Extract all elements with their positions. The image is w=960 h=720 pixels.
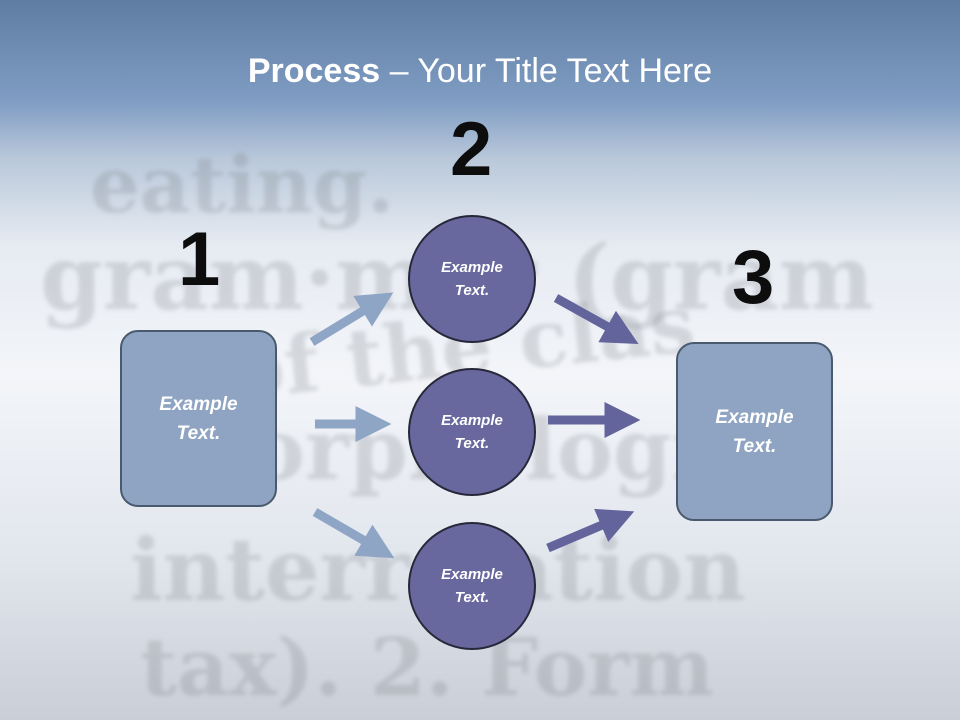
arrow-to-bottom-circle xyxy=(312,508,395,559)
background-texture: tax). 2. Form xyxy=(140,620,714,714)
step-number-2: 2 xyxy=(450,107,493,192)
middle-circle: Example Text. xyxy=(408,368,536,496)
top-circle: Example Text. xyxy=(408,215,536,343)
right-step-box-label: Example Text. xyxy=(715,406,794,457)
arrow-to-top-circle xyxy=(309,292,394,346)
right-step-box: Example Text. xyxy=(676,342,833,521)
arrow-from-bottom-circle xyxy=(546,508,635,553)
step-number-1: 1 xyxy=(178,217,221,302)
slide-title: Process – Your Title Text Here xyxy=(0,52,960,91)
arrow-from-top-circle xyxy=(553,294,639,345)
background-texture: eating. xyxy=(90,140,395,231)
title-bold: Process xyxy=(247,52,381,90)
left-step-box: Example Text. xyxy=(120,330,277,507)
step-number-3: 3 xyxy=(732,235,775,320)
top-circle-label: Example Text. xyxy=(441,259,503,299)
title-rest: – Your Title Text Here xyxy=(380,52,713,90)
middle-circle-label: Example Text. xyxy=(441,412,503,452)
bottom-circle-label: Example Text. xyxy=(441,566,503,606)
left-step-box-label: Example Text. xyxy=(159,393,238,444)
bottom-circle: Example Text. xyxy=(408,522,536,650)
